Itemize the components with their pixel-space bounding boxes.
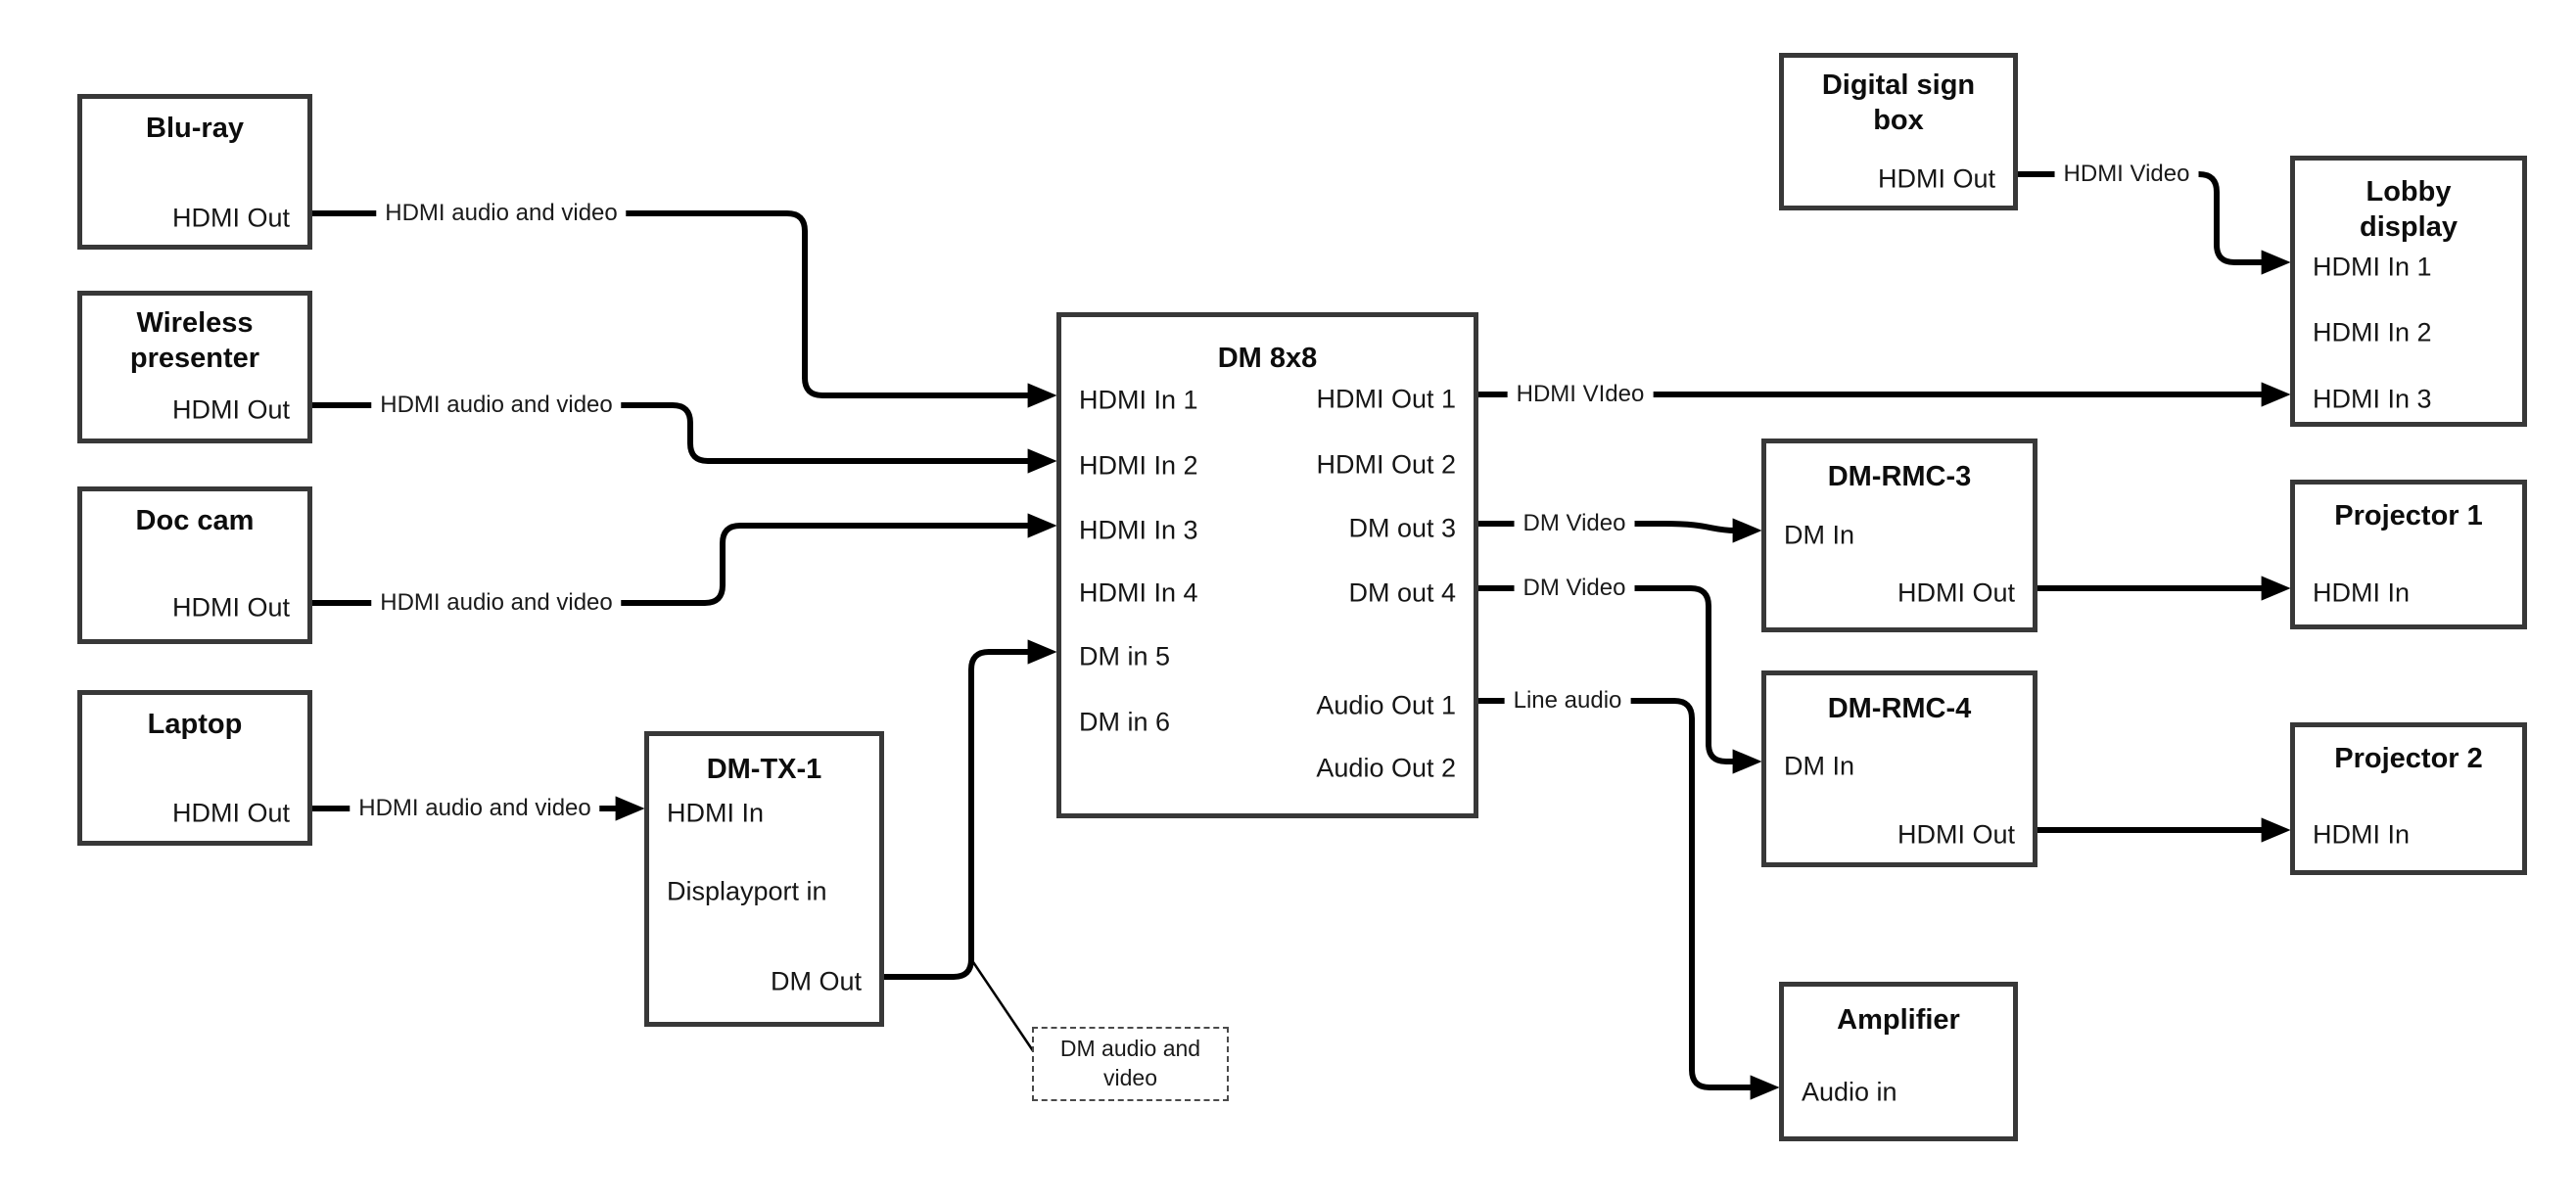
port-hdmi-out-2: HDMI Out 2 [1316,449,1456,480]
node-title: Digital sign box [1821,69,1976,136]
node-title: DM-RMC-4 [1827,693,1972,724]
port-hdmi-in-1: HDMI In 1 [1079,385,1198,415]
node-title: Projector 2 [2334,743,2483,774]
port-dm-in-6: DM in 6 [1079,707,1171,737]
port-hdmi-in: HDMI In [667,798,765,828]
wire-digitalsign-to-lobby-in1 [2018,171,2291,275]
port-audio-out-2: Audio Out 2 [1316,753,1456,783]
node-dm-rmc-4: DM-RMC-4 DM In HDMI Out [1761,670,2037,867]
node-title: Wireless presenter [129,307,260,374]
wire-dm8x8-audioout1-to-amplifier [1478,698,1780,1100]
port-hdmi-in: HDMI In [2313,819,2411,850]
node-doc-cam: Doc cam HDMI Out [77,486,312,644]
node-projector-1: Projector 1 HDMI In [2290,480,2527,629]
node-lobby-display: Lobby display HDMI In 1 HDMI In 2 HDMI I… [2290,156,2527,427]
node-title: Amplifier [1837,1004,1960,1036]
port-dm-in: DM In [1784,520,1855,550]
wire-wireless-to-dm8x8-in2 [312,402,1057,474]
wire-label-hdmi-video-sign: HDMI Video [2054,161,2199,188]
node-title: Projector 1 [2334,500,2483,531]
port-dm-in-5: DM in 5 [1079,641,1171,671]
node-projector-2: Projector 2 HDMI In [2290,722,2527,875]
note-leader-line [969,958,1038,1056]
node-digital-sign-box: Digital sign box HDMI Out [1779,53,2018,210]
port-hdmi-in-3: HDMI In 3 [1079,515,1198,545]
port-hdmi-out: HDMI Out [171,203,290,233]
port-hdmi-in-1: HDMI In 1 [2313,252,2432,282]
port-dm-out: DM Out [770,966,862,996]
wire-dm8x8-dmout3-to-rmc3 [1478,518,1762,543]
node-title: Doc cam [135,505,255,536]
wire-label-wireless-hdmi: HDMI audio and video [371,392,622,419]
node-title: Lobby display [2360,176,2458,243]
wire-label-dm-video-4: DM Video [1514,575,1635,602]
node-dm-8x8: DM 8x8 HDMI In 1 HDMI In 2 HDMI In 3 HDM… [1056,312,1478,818]
port-audio-in: Audio in [1802,1077,1897,1107]
node-blu-ray: Blu-ray HDMI Out [77,94,312,250]
port-hdmi-out: HDMI Out [171,592,290,623]
port-hdmi-out: HDMI Out [1897,577,2015,608]
note-dm-audio-video: DM audio and video [1032,1027,1229,1101]
port-hdmi-out-1: HDMI Out 1 [1316,384,1456,414]
wire-bluray-to-dm8x8-in1 [312,210,1057,408]
node-amplifier: Amplifier Audio in [1779,982,2018,1141]
port-audio-out-1: Audio Out 1 [1316,690,1456,720]
node-title: DM 8x8 [1217,343,1318,374]
node-title: DM-TX-1 [706,754,822,785]
port-hdmi-out: HDMI Out [1877,163,1995,194]
wire-label-line-audio: Line audio [1504,687,1631,715]
node-dm-rmc-3: DM-RMC-3 DM In HDMI Out [1761,439,2037,632]
node-laptop: Laptop HDMI Out [77,690,312,846]
port-dm-out-4: DM out 4 [1348,577,1456,608]
port-dm-out-3: DM out 3 [1348,513,1456,543]
wire-dmtx1-to-dm8x8-dmin5 [884,639,1057,980]
wire-label-doccam-hdmi: HDMI audio and video [371,589,622,617]
port-hdmi-out: HDMI Out [1897,819,2015,850]
port-hdmi-in-2: HDMI In 2 [2313,317,2432,347]
node-title: Blu-ray [146,113,244,144]
wire-doccam-to-dm8x8-in3 [312,513,1057,606]
port-dm-in: DM In [1784,751,1855,781]
wire-label-laptop-hdmi: HDMI audio and video [350,795,600,822]
wire-label-hdmi-video-out1: HDMI VIdeo [1507,381,1654,408]
port-hdmi-in-3: HDMI In 3 [2313,384,2432,414]
port-hdmi-in-2: HDMI In 2 [1079,450,1198,481]
node-dm-tx-1: DM-TX-1 HDMI In Displayport in DM Out [644,731,884,1027]
wire-dm8x8-dmout4-to-rmc4 [1478,585,1762,774]
node-title: Laptop [147,709,243,740]
wire-label-dm-video-3: DM Video [1514,510,1635,537]
node-wireless-presenter: Wireless presenter HDMI Out [77,291,312,443]
port-hdmi-in: HDMI In [2313,577,2411,608]
node-title: DM-RMC-3 [1827,461,1972,492]
wire-label-bluray-hdmi: HDMI audio and video [376,200,627,227]
port-hdmi-out: HDMI Out [171,394,290,425]
port-hdmi-in-4: HDMI In 4 [1079,577,1198,608]
port-hdmi-out: HDMI Out [171,798,290,828]
port-displayport-in: Displayport in [667,876,827,906]
